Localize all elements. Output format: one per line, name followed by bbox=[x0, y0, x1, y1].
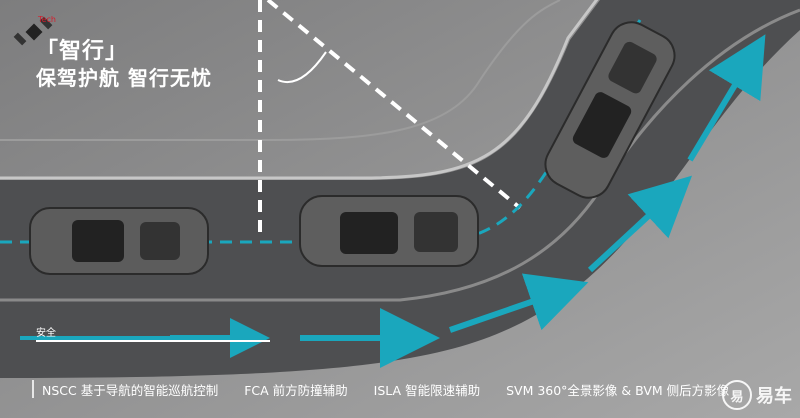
watermark: 易 易车 bbox=[722, 380, 792, 410]
yiche-icon: 易 bbox=[722, 380, 752, 410]
car-middle bbox=[299, 195, 479, 267]
lane-marker-diagonal bbox=[266, 0, 522, 210]
feature-list: NSCC 基于导航的智能巡航控制 FCA 前方防撞辅助 ISLA 智能限速辅助 … bbox=[32, 378, 792, 400]
feature-label: SVM 360°全景影像 & BVM 侧后方影像 bbox=[506, 382, 730, 398]
logo-text: Tech bbox=[37, 15, 56, 24]
feature-item: SVM 360°全景影像 & BVM 侧后方影像 bbox=[506, 380, 729, 399]
lane-arrow bbox=[687, 34, 766, 162]
feature-divider bbox=[32, 380, 34, 398]
car-left bbox=[29, 207, 209, 275]
lane-arrow bbox=[449, 273, 589, 333]
road-edge-outer bbox=[0, 0, 561, 141]
feature-item: NSCC 基于导航的智能巡航控制 bbox=[32, 380, 218, 399]
feature-label: ISLA 智能限速辅助 bbox=[373, 382, 481, 398]
feature-label: NSCC 基于导航的智能巡航控制 bbox=[42, 382, 219, 398]
safety-underline bbox=[36, 340, 270, 342]
feature-item: FCA 前方防撞辅助 bbox=[244, 380, 347, 399]
headline: 「智行」 保驾护航 智行无忧 bbox=[36, 38, 212, 91]
satellite-icon: Tech bbox=[13, 15, 56, 46]
headline-title: 「智行」 bbox=[36, 39, 129, 64]
safety-label: 安全 bbox=[36, 328, 56, 339]
road-edge-upper bbox=[0, 0, 599, 180]
feature-item: ISLA 智能限速辅助 bbox=[374, 380, 480, 399]
car-right bbox=[544, 21, 676, 199]
brand-logo: Tech bbox=[10, 10, 60, 54]
headline-subtitle: 保驾护航 智行无忧 bbox=[36, 65, 212, 90]
feature-label: FCA 前方防撞辅助 bbox=[244, 382, 348, 398]
watermark-icon-text: 易 bbox=[730, 389, 744, 405]
angle-arc bbox=[277, 51, 327, 84]
lane-arrow bbox=[587, 175, 693, 273]
watermark-text: 易车 bbox=[756, 386, 792, 407]
lane-arrows bbox=[20, 34, 766, 368]
